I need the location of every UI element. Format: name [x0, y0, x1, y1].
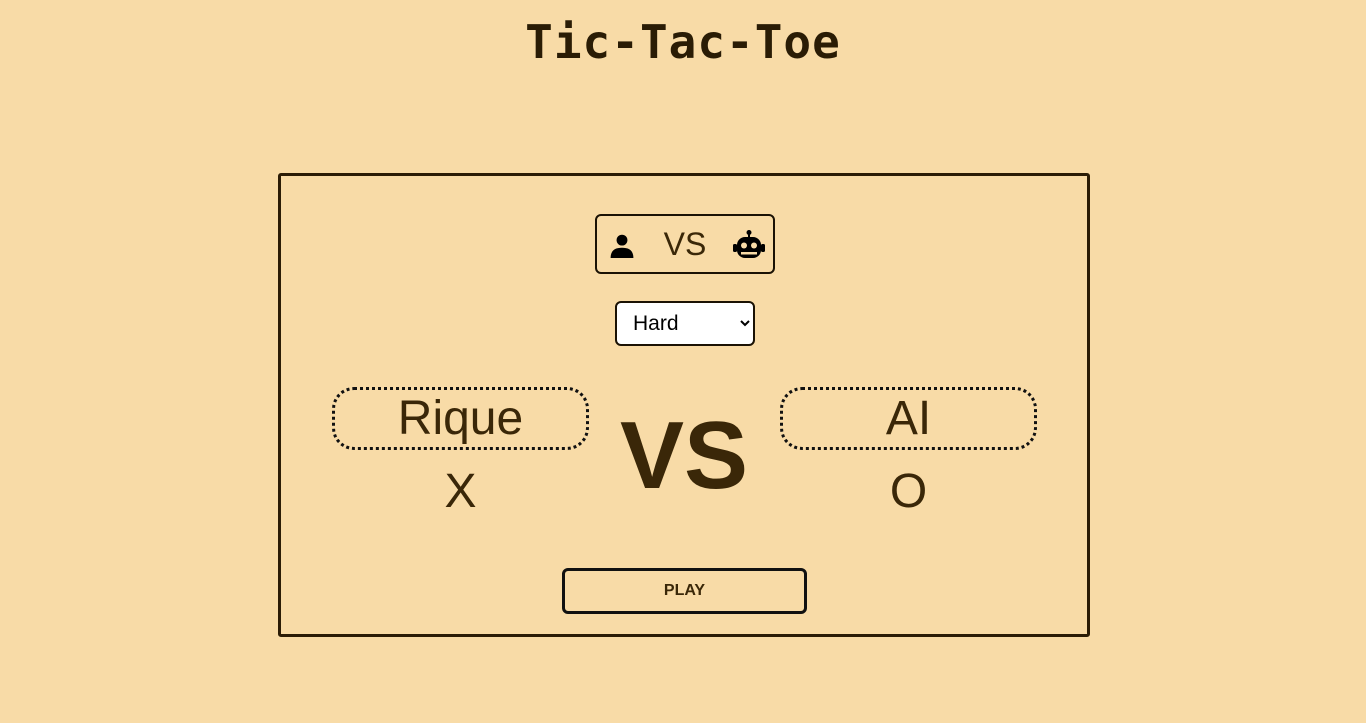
player-one-symbol: X: [444, 465, 477, 518]
player-one-name-field[interactable]: Rique: [332, 387, 589, 450]
game-setup-panel: VS Hard Rique X VS AI O PLAY: [278, 173, 1090, 637]
person-icon: [610, 234, 634, 258]
difficulty-select[interactable]: Hard: [615, 301, 755, 346]
robot-icon: [733, 230, 765, 258]
player-two-symbol: O: [889, 465, 928, 518]
play-button[interactable]: PLAY: [562, 568, 807, 614]
mode-toggle-button[interactable]: VS: [595, 214, 775, 274]
versus-label: VS: [619, 402, 749, 509]
player-two-name-field[interactable]: AI: [780, 387, 1037, 450]
page-title: Tic-Tac-Toe: [525, 15, 841, 69]
mode-vs-label: VS: [663, 226, 707, 262]
